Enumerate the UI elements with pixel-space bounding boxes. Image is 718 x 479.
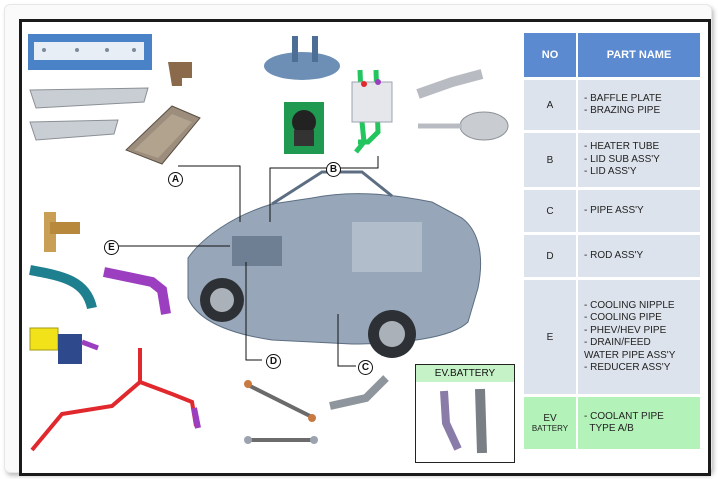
part-item: - ROD ASS'Y: [584, 249, 644, 261]
cooling-nipple-image: [44, 212, 80, 252]
part-item: TYPE A/B: [584, 423, 634, 434]
header-no: NO: [524, 33, 578, 77]
row-no: E: [524, 280, 578, 394]
parts-table: NO PART NAME A - BAFFLE PLATE - BRAZING …: [524, 30, 700, 452]
elbow-fitting-image: [168, 62, 192, 86]
ev-battery-box: EV.BATTERY: [415, 364, 515, 463]
reducer-pipe-image: [30, 348, 201, 452]
table-row: B - HEATER TUBE - LID SUB ASS'Y - LID AS…: [524, 133, 700, 187]
row-parts: - PIPE ASS'Y: [578, 190, 700, 232]
part-item: - PHEV/HEV PIPE: [584, 324, 667, 336]
table-row: D - ROD ASS'Y: [524, 235, 700, 277]
table-row: C - PIPE ASS'Y: [524, 190, 700, 232]
phev-pipe-image: [102, 267, 171, 315]
marker-d: D: [266, 354, 281, 369]
table-row-ev: EV BATTERY - COOLANT PIPE TYPE A/B: [524, 397, 700, 449]
marker-e: E: [104, 240, 119, 255]
part-item: - REDUCER ASS'Y: [584, 362, 671, 373]
brazing-pipe-image: [29, 87, 149, 141]
part-item: - BRAZING PIPE: [584, 105, 661, 116]
row-parts: - BAFFLE PLATE - BRAZING PIPE: [578, 80, 700, 130]
marker-a: A: [168, 172, 183, 187]
row-no: EV BATTERY: [524, 397, 578, 449]
part-item: - COOLING NIPPLE: [584, 299, 675, 311]
pipe-assy-image: [329, 375, 389, 410]
car-image: [187, 170, 482, 358]
part-item: - HEATER TUBE: [584, 141, 660, 153]
part-item: - BAFFLE PLATE: [584, 92, 662, 104]
heater-tube-image: [351, 69, 393, 154]
part-item: - LID ASS'Y: [584, 166, 637, 178]
marker-b: B: [326, 162, 341, 177]
row-parts: - HEATER TUBE - LID SUB ASS'Y - LID ASS'…: [578, 133, 700, 187]
row-parts: - COOLANT PIPE TYPE A/B: [578, 397, 700, 449]
table-row: A - BAFFLE PLATE - BRAZING PIPE: [524, 80, 700, 130]
ev-battery-label: EV.BATTERY: [416, 365, 514, 382]
parts-illustration: [28, 34, 509, 452]
row-parts: - COOLING NIPPLE - COOLING PIPE - PHEV/H…: [578, 280, 700, 394]
baffle-plate-image: [28, 34, 152, 70]
row-no-line1: EV: [543, 413, 557, 424]
header-part-name: PART NAME: [578, 33, 700, 77]
row-no-line2: BATTERY: [531, 424, 569, 433]
part-item: - COOLING PIPE: [584, 312, 662, 323]
row-no: C: [524, 190, 578, 232]
outer-frame: A B E D C EV.BATTERY NO PART NAME A - BA…: [4, 4, 712, 476]
lid-sub-image: [284, 102, 324, 154]
rod-assembly-image: [244, 380, 318, 444]
head-cover-image: [125, 105, 201, 165]
water-pipe-image: [29, 327, 99, 364]
part-item: WATER PIPE ASS'Y: [584, 349, 676, 361]
part-item: - PIPE ASS'Y: [584, 204, 644, 216]
marker-c: C: [358, 360, 373, 375]
table-row: E - COOLING NIPPLE - COOLING PIPE - PHEV…: [524, 280, 700, 394]
row-parts: - ROD ASS'Y: [578, 235, 700, 277]
content-panel: A B E D C EV.BATTERY NO PART NAME A - BA…: [19, 19, 711, 476]
lid-assembly-image: [264, 36, 340, 80]
part-item: - COOLANT PIPE: [584, 410, 664, 422]
coolant-pipe-image: [440, 388, 487, 454]
row-no: D: [524, 235, 578, 277]
part-item: - DRAIN/FEED: [584, 337, 651, 348]
leader-lines: [118, 156, 379, 367]
row-no: A: [524, 80, 578, 130]
part-item: - LID SUB ASS'Y: [584, 153, 660, 165]
row-no: B: [524, 133, 578, 187]
table-header-row: NO PART NAME: [524, 33, 700, 77]
gray-pipe-image: [416, 69, 509, 141]
cooling-pipe-image: [29, 265, 97, 310]
